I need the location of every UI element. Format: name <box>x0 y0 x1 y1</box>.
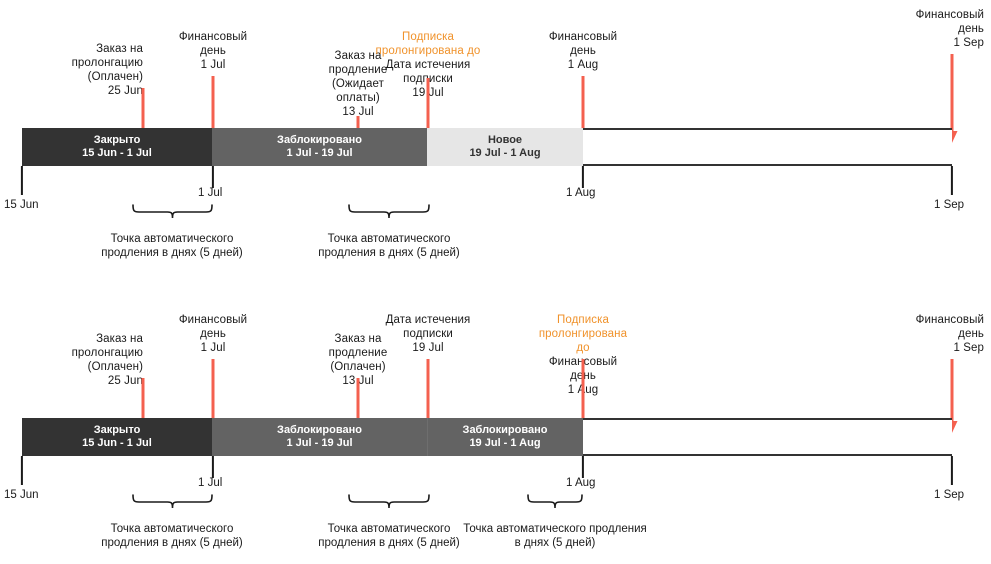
annotation-text-renewal-order-paid-13-jul: Заказ на продление (Оплачен) 13 Jul <box>328 333 388 387</box>
segment-range: 1 Jul - 19 Jul <box>286 147 353 159</box>
highlight-subscription-expiry-19-jul: Подписка пролонгирована до <box>375 31 481 57</box>
annotation-financial-day-1-jul: Финансовый день 1 Jul <box>165 30 261 72</box>
annotation-text-financial-day-1-jul: Финансовый день 1 Jul <box>178 31 248 71</box>
segment-label: Заблокировано <box>277 134 362 146</box>
brace-auto-renew-point-2 <box>348 494 430 510</box>
annotation-financial-day-1-sep: Финансовый день 1 Sep <box>888 313 984 355</box>
tick-1-sep-label: 1 Sep <box>934 199 965 211</box>
segment-label: Закрыто <box>93 424 141 436</box>
annotation-renewal-order-paid-13-jul: Заказ на продление (Оплачен) 13 Jul <box>312 332 404 388</box>
arrow-shaft <box>426 359 430 430</box>
tick-1-aug-label: 1 Aug <box>566 187 596 199</box>
arrow-shaft <box>581 359 585 421</box>
annotation-text-renewal-order-paid: Заказ на пролонгацию (Оплачен) 25 Jun <box>71 43 143 97</box>
annotation-renewal-order-paid: Заказ на пролонгацию (Оплачен) 25 Jun <box>45 332 143 388</box>
annotation-text-renewal-order-awaiting: Заказ на продление (Ожидает оплаты) 13 J… <box>328 50 388 118</box>
annotation-financial-day-1-jul: Финансовый день 1 Jul <box>165 313 261 355</box>
tick-15-jun-label: 15 Jun <box>4 199 39 211</box>
arrow-shaft <box>141 378 145 430</box>
segment-range: 1 Jul - 19 Jul <box>286 437 353 449</box>
arrow-shaft <box>356 378 360 430</box>
tick-1-sep-label: 1 Sep <box>934 489 965 501</box>
brace-auto-renew-point-2 <box>348 204 430 220</box>
segment-label: Закрыто <box>93 134 141 146</box>
annotation-text-subscription-expiry-19-jul: Дата истечения подписки 19 Jul <box>385 314 471 354</box>
arrow-shaft <box>950 359 954 421</box>
annotation-financial-day-1-sep: Финансовый день 1 Sep <box>888 8 984 50</box>
brace-label-auto-renew-point-1: Точка автоматического продления в днях (… <box>101 523 243 549</box>
tick-1-aug <box>581 456 585 478</box>
annotation-text-renewal-order-paid: Заказ на пролонгацию (Оплачен) 25 Jun <box>71 333 143 387</box>
arrow-shaft <box>426 78 430 131</box>
tick-15-jun <box>20 166 24 195</box>
arrow-shaft <box>211 76 215 131</box>
annotation-renewal-order-awaiting: Заказ на продление (Ожидает оплаты) 13 J… <box>312 49 404 119</box>
arrow-shaft <box>211 359 215 421</box>
tick-1-sep <box>950 456 954 485</box>
annotation-renewal-order-paid: Заказ на пролонгацию (Оплачен) 25 Jun <box>45 42 143 98</box>
annotation-text-financial-day-1-aug: Финансовый день 1 Aug <box>548 31 618 71</box>
brace-auto-renew-point-1 <box>132 204 213 220</box>
segment-divider <box>427 418 428 456</box>
brace-label-auto-renew-point-2: Точка автоматического продления в днях (… <box>318 233 460 259</box>
brace-auto-renew-point-1 <box>132 494 213 510</box>
annotation-text-subscription-expiry-19-jul: Дата истечения подписки 19 Jul <box>385 59 471 99</box>
tick-15-jun-label: 15 Jun <box>4 489 39 501</box>
brace-auto-renew-point-3 <box>527 494 583 510</box>
segment-range: 19 Jul - 1 Aug <box>469 437 541 449</box>
brace-label-auto-renew-point-1: Точка автоматического продления в днях (… <box>101 233 243 259</box>
tick-1-sep <box>950 166 954 195</box>
brace-label-auto-renew-point-3: Точка автоматического продления в днях (… <box>463 523 647 549</box>
highlight-financial-day-1-aug: Подписка пролонгирована до <box>538 314 628 354</box>
tick-15-jun <box>20 456 24 485</box>
brace-label-auto-renew-point-2: Точка автоматического продления в днях (… <box>318 523 460 549</box>
tick-1-jul <box>211 456 215 478</box>
arrow-shaft <box>581 76 585 131</box>
arrow-shaft <box>141 88 145 140</box>
segment-empty <box>583 128 952 166</box>
tick-1-aug-label: 1 Aug <box>566 477 596 489</box>
tick-1-jul-label: 1 Jul <box>198 477 223 489</box>
annotation-text-financial-day-1-sep: Финансовый день 1 Sep <box>915 9 984 49</box>
annotation-text-financial-day-1-jul: Финансовый день 1 Jul <box>178 314 248 354</box>
segment-label: Заблокировано <box>277 424 362 436</box>
segment-label: Заблокировано <box>462 424 548 436</box>
annotation-subscription-expiry-19-jul: Дата истечения подписки 19 Jul <box>368 313 488 355</box>
segment-range: 15 Jun - 1 Jul <box>82 147 152 159</box>
tick-1-jul <box>211 166 215 188</box>
tick-1-jul-label: 1 Jul <box>198 187 223 199</box>
tick-1-aug <box>581 166 585 188</box>
segment-empty <box>583 418 952 456</box>
segment-range: 19 Jul - 1 Aug <box>469 147 541 159</box>
annotation-text-financial-day-1-sep: Финансовый день 1 Sep <box>915 314 984 354</box>
segment-label: Новое <box>487 134 523 146</box>
annotation-financial-day-1-aug: Финансовый день 1 Aug <box>535 30 631 72</box>
segment-range: 15 Jun - 1 Jul <box>82 437 152 449</box>
arrow-shaft <box>950 54 954 131</box>
